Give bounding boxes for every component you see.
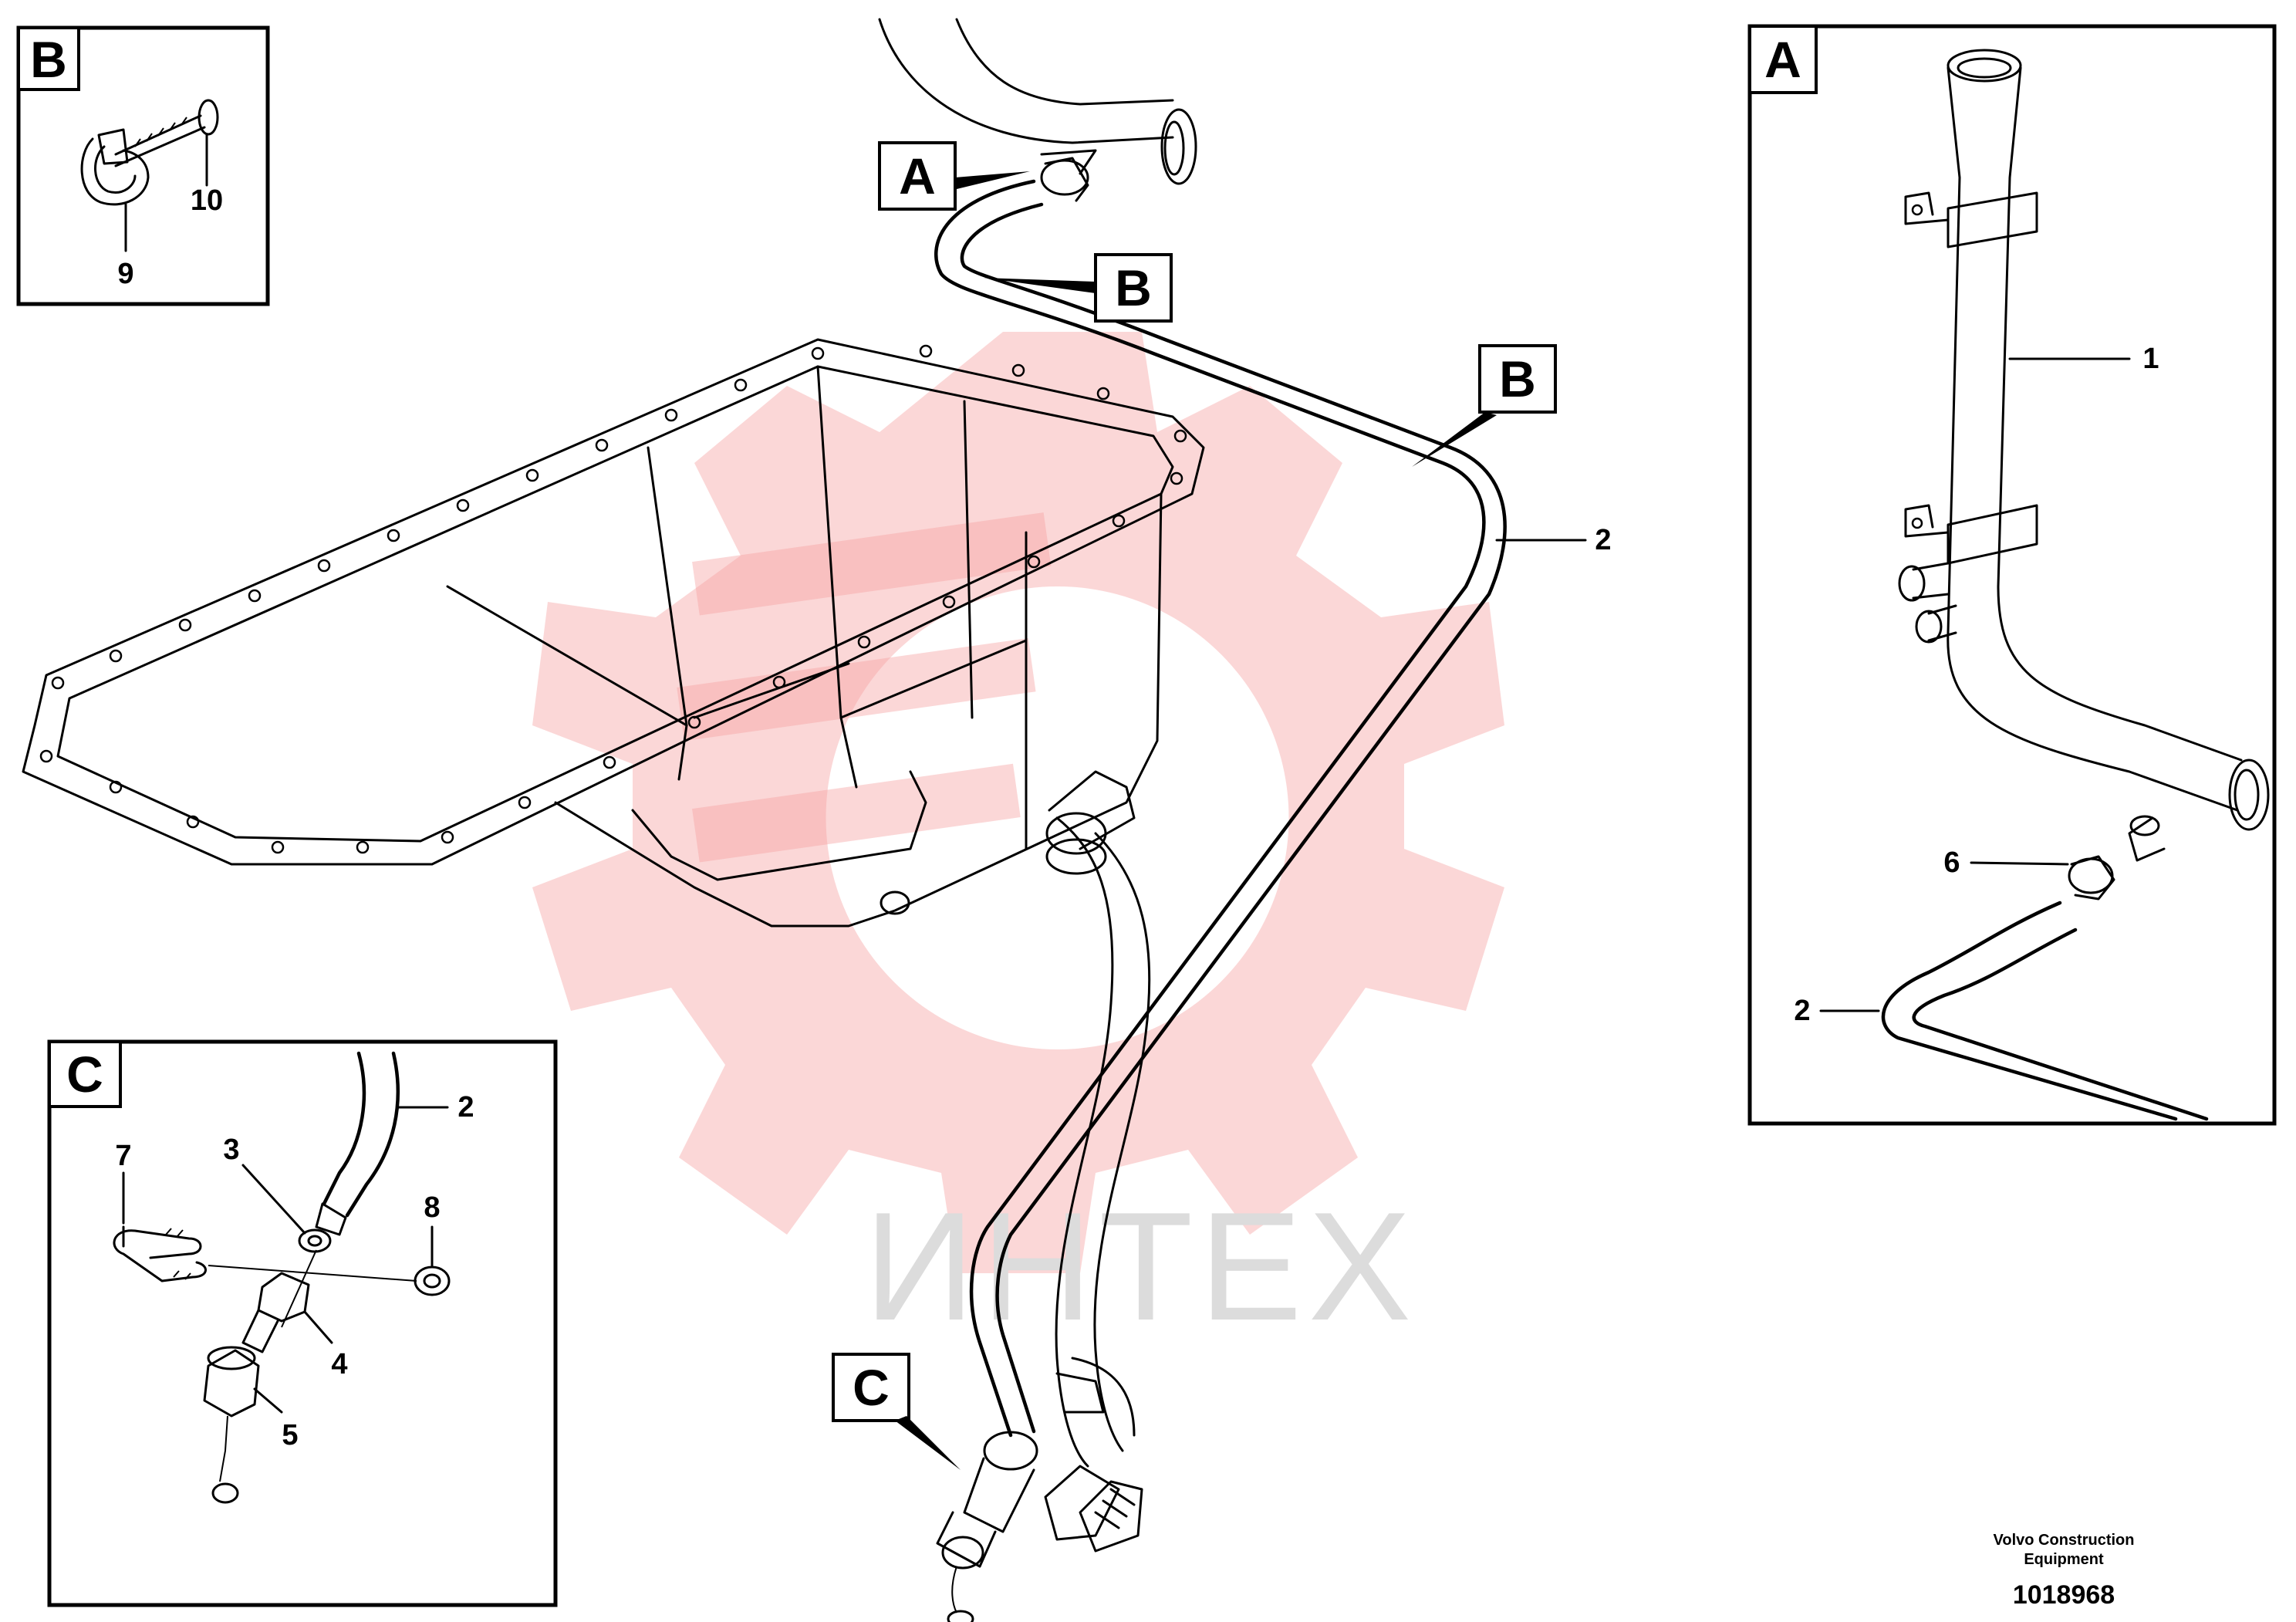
upper-tube xyxy=(878,18,1197,185)
svg-text:2: 2 xyxy=(1595,524,1611,556)
company-line-1: Volvo Construction xyxy=(1994,1532,2135,1549)
svg-text:B: B xyxy=(1115,259,1152,316)
svg-text:10: 10 xyxy=(191,184,223,217)
svg-text:4: 4 xyxy=(331,1348,347,1380)
drawing-number: 1018968 xyxy=(2013,1580,2115,1610)
svg-text:B: B xyxy=(30,31,67,88)
svg-text:2: 2 xyxy=(458,1091,474,1124)
svg-text:1: 1 xyxy=(2142,343,2159,375)
footer-block: Volvo Construction Equipment 1018968 xyxy=(1994,1532,2135,1610)
detail-a-panel: A 1 6 2 xyxy=(1747,24,2277,1126)
svg-text:2: 2 xyxy=(1794,995,1810,1027)
svg-text:3: 3 xyxy=(223,1134,239,1166)
svg-text:C: C xyxy=(853,1359,890,1416)
detail-c-panel: C 2 3 4 5 7 8 xyxy=(47,1039,558,1607)
svg-text:7: 7 xyxy=(115,1140,131,1172)
callout-b-main-1: B xyxy=(984,253,1173,323)
pipe-2 xyxy=(934,179,1507,1438)
svg-text:B: B xyxy=(1499,350,1536,407)
callout-c-main: C xyxy=(832,1353,961,1470)
callout-b-main-2: B xyxy=(1412,344,1557,467)
svg-text:9: 9 xyxy=(117,258,133,290)
oil-pan xyxy=(22,338,1205,928)
detail-b-panel: B 9 10 xyxy=(16,25,270,306)
drain-hose xyxy=(1044,812,1151,1553)
label-2-main: 2 xyxy=(1495,524,1612,556)
svg-text:A: A xyxy=(1764,31,1801,88)
watermark-gear-icon xyxy=(532,332,1504,1273)
top-hose-clamp xyxy=(1040,157,1089,202)
watermark-text: ИНТЕХ xyxy=(864,1181,1417,1353)
pipe-end-fitting xyxy=(936,1431,1038,1622)
company-line-2: Equipment xyxy=(2024,1551,2104,1568)
svg-text:6: 6 xyxy=(1943,846,1960,879)
svg-text:A: A xyxy=(899,147,936,204)
callout-a-main: A xyxy=(878,141,1030,211)
svg-text:C: C xyxy=(66,1046,103,1103)
svg-text:5: 5 xyxy=(282,1419,298,1451)
svg-text:8: 8 xyxy=(424,1191,440,1224)
